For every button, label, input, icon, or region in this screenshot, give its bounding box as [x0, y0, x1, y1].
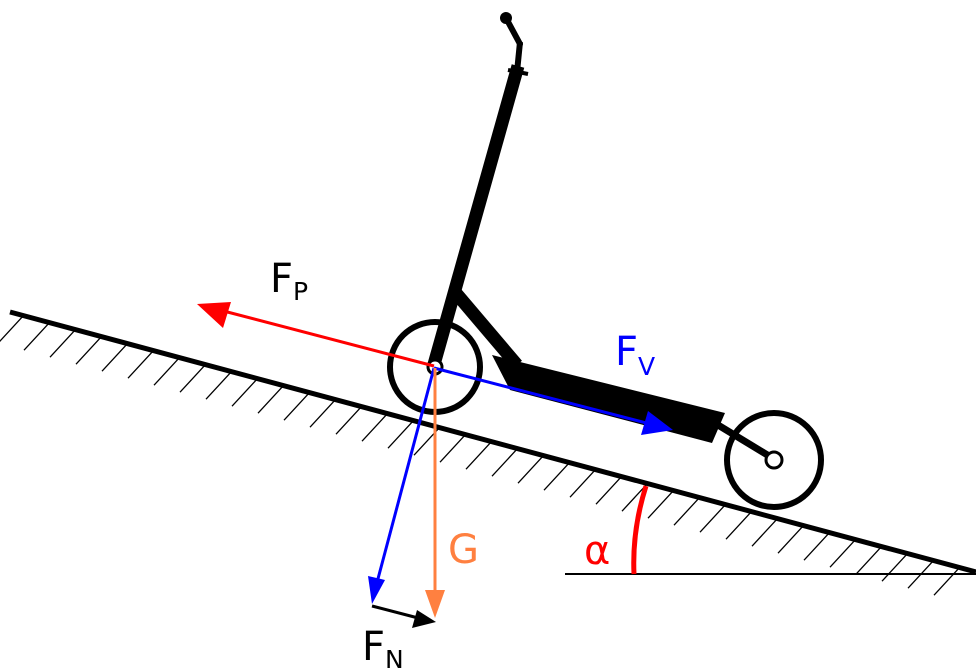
ground-hatching: [0, 316, 959, 596]
hatch-mark: [621, 484, 647, 512]
scooter: [387, 12, 824, 510]
scooter-handlebar-stem: [514, 41, 523, 73]
hatch-mark: [647, 491, 673, 519]
hatch-mark: [387, 421, 413, 449]
incline-surface: [0, 309, 976, 596]
hatch-mark: [491, 449, 517, 477]
force-vectors: [197, 302, 673, 628]
hatch-mark: [751, 519, 777, 547]
scooter-deck: [492, 355, 725, 443]
scooter-rear-fork: [716, 422, 776, 462]
hatch-mark: [231, 379, 257, 407]
hatch-mark: [205, 372, 231, 400]
friction-force-arrow: [211, 306, 435, 368]
hatch-mark: [23, 323, 49, 351]
hatch-mark: [907, 561, 933, 589]
hatch-mark: [75, 337, 101, 365]
hatch-mark: [127, 351, 153, 379]
rear-wheel: [724, 410, 824, 510]
hatch-mark: [283, 393, 309, 421]
angle-label: α: [584, 528, 610, 574]
gravity-label: G: [448, 527, 479, 573]
hatch-mark: [439, 435, 465, 463]
hatch-mark: [517, 456, 543, 484]
hatch-mark: [699, 505, 725, 533]
perpendicular-force-arrow: [373, 367, 436, 591]
hatch-mark: [361, 414, 387, 442]
hatch-mark: [179, 365, 205, 393]
hatch-mark: [595, 477, 621, 505]
scooter-collar: [507, 68, 529, 76]
hatch-mark: [335, 407, 361, 435]
parallel-force-arrowhead: [641, 411, 673, 435]
hatch-mark: [153, 358, 179, 386]
hatch-mark: [569, 470, 595, 498]
normal-force-arrowhead: [412, 610, 436, 628]
scooter-steering-column: [426, 64, 525, 370]
normal-force-label: FN: [362, 624, 404, 668]
hatch-mark: [49, 330, 75, 358]
hatch-mark: [309, 400, 335, 428]
hatch-mark: [0, 316, 23, 343]
friction-force-arrowhead: [197, 302, 231, 328]
hatch-mark: [257, 386, 283, 414]
parallel-force-label: FV: [615, 329, 655, 381]
hatch-mark: [855, 547, 881, 575]
rear-wheel-hub: [764, 450, 784, 470]
normal-force-arrow: [371, 604, 423, 621]
hatch-mark: [465, 442, 491, 470]
parallel-force-arrow: [433, 366, 659, 428]
hatch-mark: [777, 526, 803, 554]
hatch-mark: [543, 463, 569, 491]
scooter-handlebar-knob: [500, 12, 512, 24]
angle-arc: [631, 485, 649, 575]
hatch-mark: [101, 344, 127, 372]
hatch-mark: [803, 533, 829, 561]
hatch-mark: [673, 498, 699, 526]
hatch-mark: [881, 554, 907, 582]
hatch-mark: [829, 540, 855, 568]
friction-force-label: FP: [270, 256, 308, 306]
perpendicular-force-arrowhead: [368, 576, 385, 604]
gravity-force-arrowhead: [425, 590, 445, 618]
hatch-mark: [725, 512, 751, 540]
scooter-frame-strut: [450, 287, 522, 370]
